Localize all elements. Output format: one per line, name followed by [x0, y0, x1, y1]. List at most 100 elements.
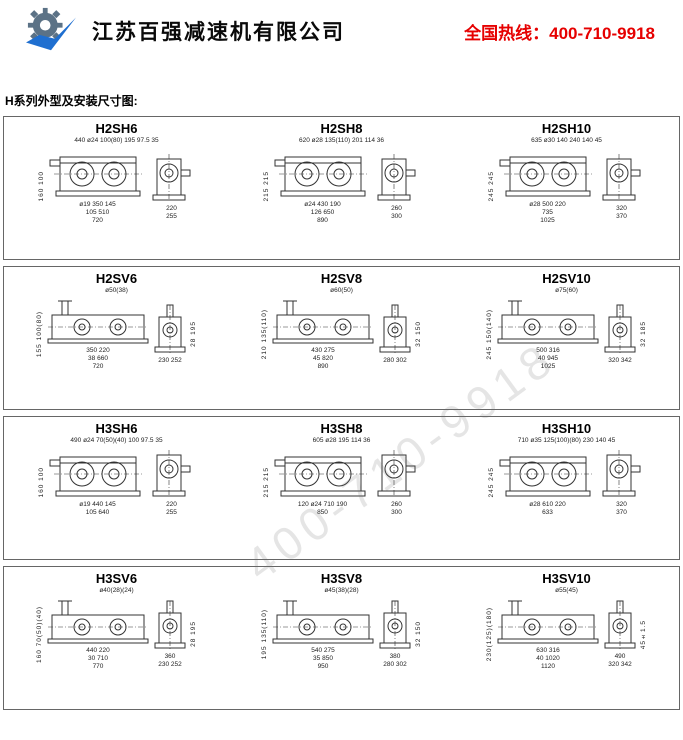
dim-bottom-2: 735 [542, 209, 553, 217]
dim-top: ø60(50) [330, 287, 353, 294]
dim-end-2: 255 [166, 509, 177, 517]
gearbox-end-view [601, 447, 643, 501]
dim-end-2: 300 [391, 509, 402, 517]
dim-end-1: 260 [391, 205, 402, 213]
dim-left: 195 135(110) [261, 609, 268, 660]
dim-bottom-1: 540 275 [311, 647, 335, 654]
drawing-cell: H2SH8 620 ø28 135(110) 201 114 36 215 21… [229, 117, 454, 259]
dim-top: ø40(28)(24) [99, 587, 134, 594]
dim-bottom-2: 633 [542, 509, 553, 517]
dim-left: 155 100(80) [36, 311, 43, 358]
dim-top: 620 ø28 135(110) 201 114 36 [298, 137, 385, 144]
company-name: 江苏百强减速机有限公司 [92, 21, 345, 44]
dim-end-2: 280 302 [383, 661, 407, 669]
dim-end-1: 380 [389, 653, 401, 661]
dim-bottom-2: 126 650 [310, 209, 335, 217]
dim-left: 160 70(50)(40) [36, 605, 43, 663]
model-name: H3SH6 [95, 421, 138, 436]
drawing-cell: H2SV10 ø75(60) 245 150(140) 500 316 40 9… [454, 267, 679, 409]
gearbox-side-view [271, 297, 375, 347]
dim-end-1: 220 [166, 205, 177, 213]
dim-left: 215 215 [262, 466, 270, 498]
dim-bottom-2: 40 945 [538, 355, 558, 363]
dim-bottom-2: 105 510 [85, 209, 110, 217]
model-name: H2SV6 [95, 271, 138, 286]
dim-top: 440 ø24 100(80) 195 97.5 35 [74, 137, 159, 144]
gearbox-side-view [48, 447, 148, 501]
dim-bottom-3: 720 [92, 217, 103, 225]
drawing-cell: H2SH6 440 ø24 100(80) 195 97.5 35 160 10… [4, 117, 229, 259]
gearbox-end-view [376, 447, 418, 501]
dim-right: 45±1.5 [640, 619, 647, 649]
dim-bottom-3: 720 [92, 363, 104, 371]
gearbox-side-view [46, 297, 150, 347]
dim-end-1: 490 [614, 653, 626, 661]
dim-bottom-1: ø19 350 145 [79, 201, 116, 208]
gearbox-end-view [151, 447, 193, 501]
gearbox-side-view [271, 597, 375, 647]
section-title-row: H系列外型及安装尺寸图: [0, 58, 683, 116]
model-name: H2SH10 [541, 121, 592, 136]
hotline-text: 全国热线：400-710-9918 [464, 23, 655, 43]
drawing-cell: H3SH10 710 ø35 125(100)(80) 230 140 45 2… [454, 417, 679, 559]
gearbox-end-view [603, 303, 637, 357]
dim-top: ø75(60) [555, 287, 578, 294]
dim-end-1: 280 302 [383, 357, 407, 365]
gearbox-side-view [46, 597, 150, 647]
drawing-cell: H2SH10 635 ø30 140 240 140 45 245 245 ø2… [454, 117, 679, 259]
dim-end-2: 230 252 [158, 661, 182, 669]
dim-bottom-1: 440 220 [86, 647, 110, 654]
gearbox-side-view [498, 447, 598, 501]
dim-end-1: 220 [166, 501, 177, 508]
dim-bottom-3: 950 [317, 663, 329, 671]
dim-left: 245 245 [487, 170, 495, 202]
dim-bottom-1: ø19 440 145 [79, 501, 116, 508]
dim-top: 710 ø35 125(100)(80) 230 140 45 [517, 437, 616, 444]
dim-bottom-2: 850 [317, 509, 328, 517]
model-name: H2SH8 [320, 121, 363, 136]
model-name: H3SV10 [542, 571, 591, 586]
dim-bottom-2: 40 1020 [536, 655, 560, 663]
dim-bottom-3: 1025 [540, 363, 556, 371]
gearbox-side-view [498, 147, 598, 201]
dim-end-2: 255 [166, 213, 177, 221]
gearbox-side-view [496, 597, 600, 647]
drawing-cell: H3SH6 490 ø24 70(50)(40) 100 97.5 35 160… [4, 417, 229, 559]
gearbox-side-view [48, 147, 148, 201]
dim-end-1: 320 [616, 205, 627, 213]
dim-end-2: 370 [616, 509, 627, 517]
dim-end-2: 370 [616, 213, 627, 221]
dim-left: 245 245 [487, 466, 495, 498]
dim-bottom-3: 890 [317, 217, 328, 225]
dim-top: ø55(45) [555, 587, 578, 594]
dim-bottom-1: 120 ø24 710 190 [297, 501, 348, 508]
dim-bottom-2: 30 710 [88, 655, 108, 663]
dim-end-1: 230 252 [158, 357, 182, 365]
model-name: H2SH6 [95, 121, 138, 136]
dim-left: 160 100 [37, 466, 45, 498]
dim-bottom-1: 350 220 [86, 347, 110, 354]
dim-left: 245 150(140) [486, 308, 493, 360]
model-name: H3SV8 [320, 571, 363, 586]
dim-right: 32 185 [640, 321, 647, 348]
dim-bottom-2: 45 820 [313, 355, 333, 363]
dim-end-1: 260 [391, 501, 402, 508]
drawing-cell: H3SH8 605 ø28 195 114 36 215 215 120 ø24… [229, 417, 454, 559]
gearbox-end-view [378, 303, 412, 357]
dim-top: 635 ø30 140 240 140 45 [531, 137, 602, 144]
dim-top: ø45(38)(28) [324, 587, 359, 594]
gearbox-end-view [378, 599, 412, 653]
dim-bottom-1: ø28 500 220 [529, 201, 566, 208]
gearbox-side-view [496, 297, 600, 347]
dim-bottom-1: 430 275 [311, 347, 335, 354]
drawing-cell: H3SV10 ø55(45) 230(125)(180) 630 316 40 … [454, 567, 679, 709]
dim-right: 28 195 [190, 621, 197, 648]
panel-row: H3SV6 ø40(28)(24) 160 70(50)(40) 440 220… [3, 566, 680, 710]
dim-end-1: 320 342 [608, 357, 632, 365]
model-name: H3SH10 [541, 421, 592, 436]
dim-bottom-2: 35 850 [313, 655, 333, 663]
dim-end-1: 360 [164, 653, 176, 661]
drawing-cell: H3SV6 ø40(28)(24) 160 70(50)(40) 440 220… [4, 567, 229, 709]
dim-bottom-1: ø24 430 190 [304, 201, 341, 208]
dim-top: 605 ø28 195 114 36 [312, 437, 371, 444]
